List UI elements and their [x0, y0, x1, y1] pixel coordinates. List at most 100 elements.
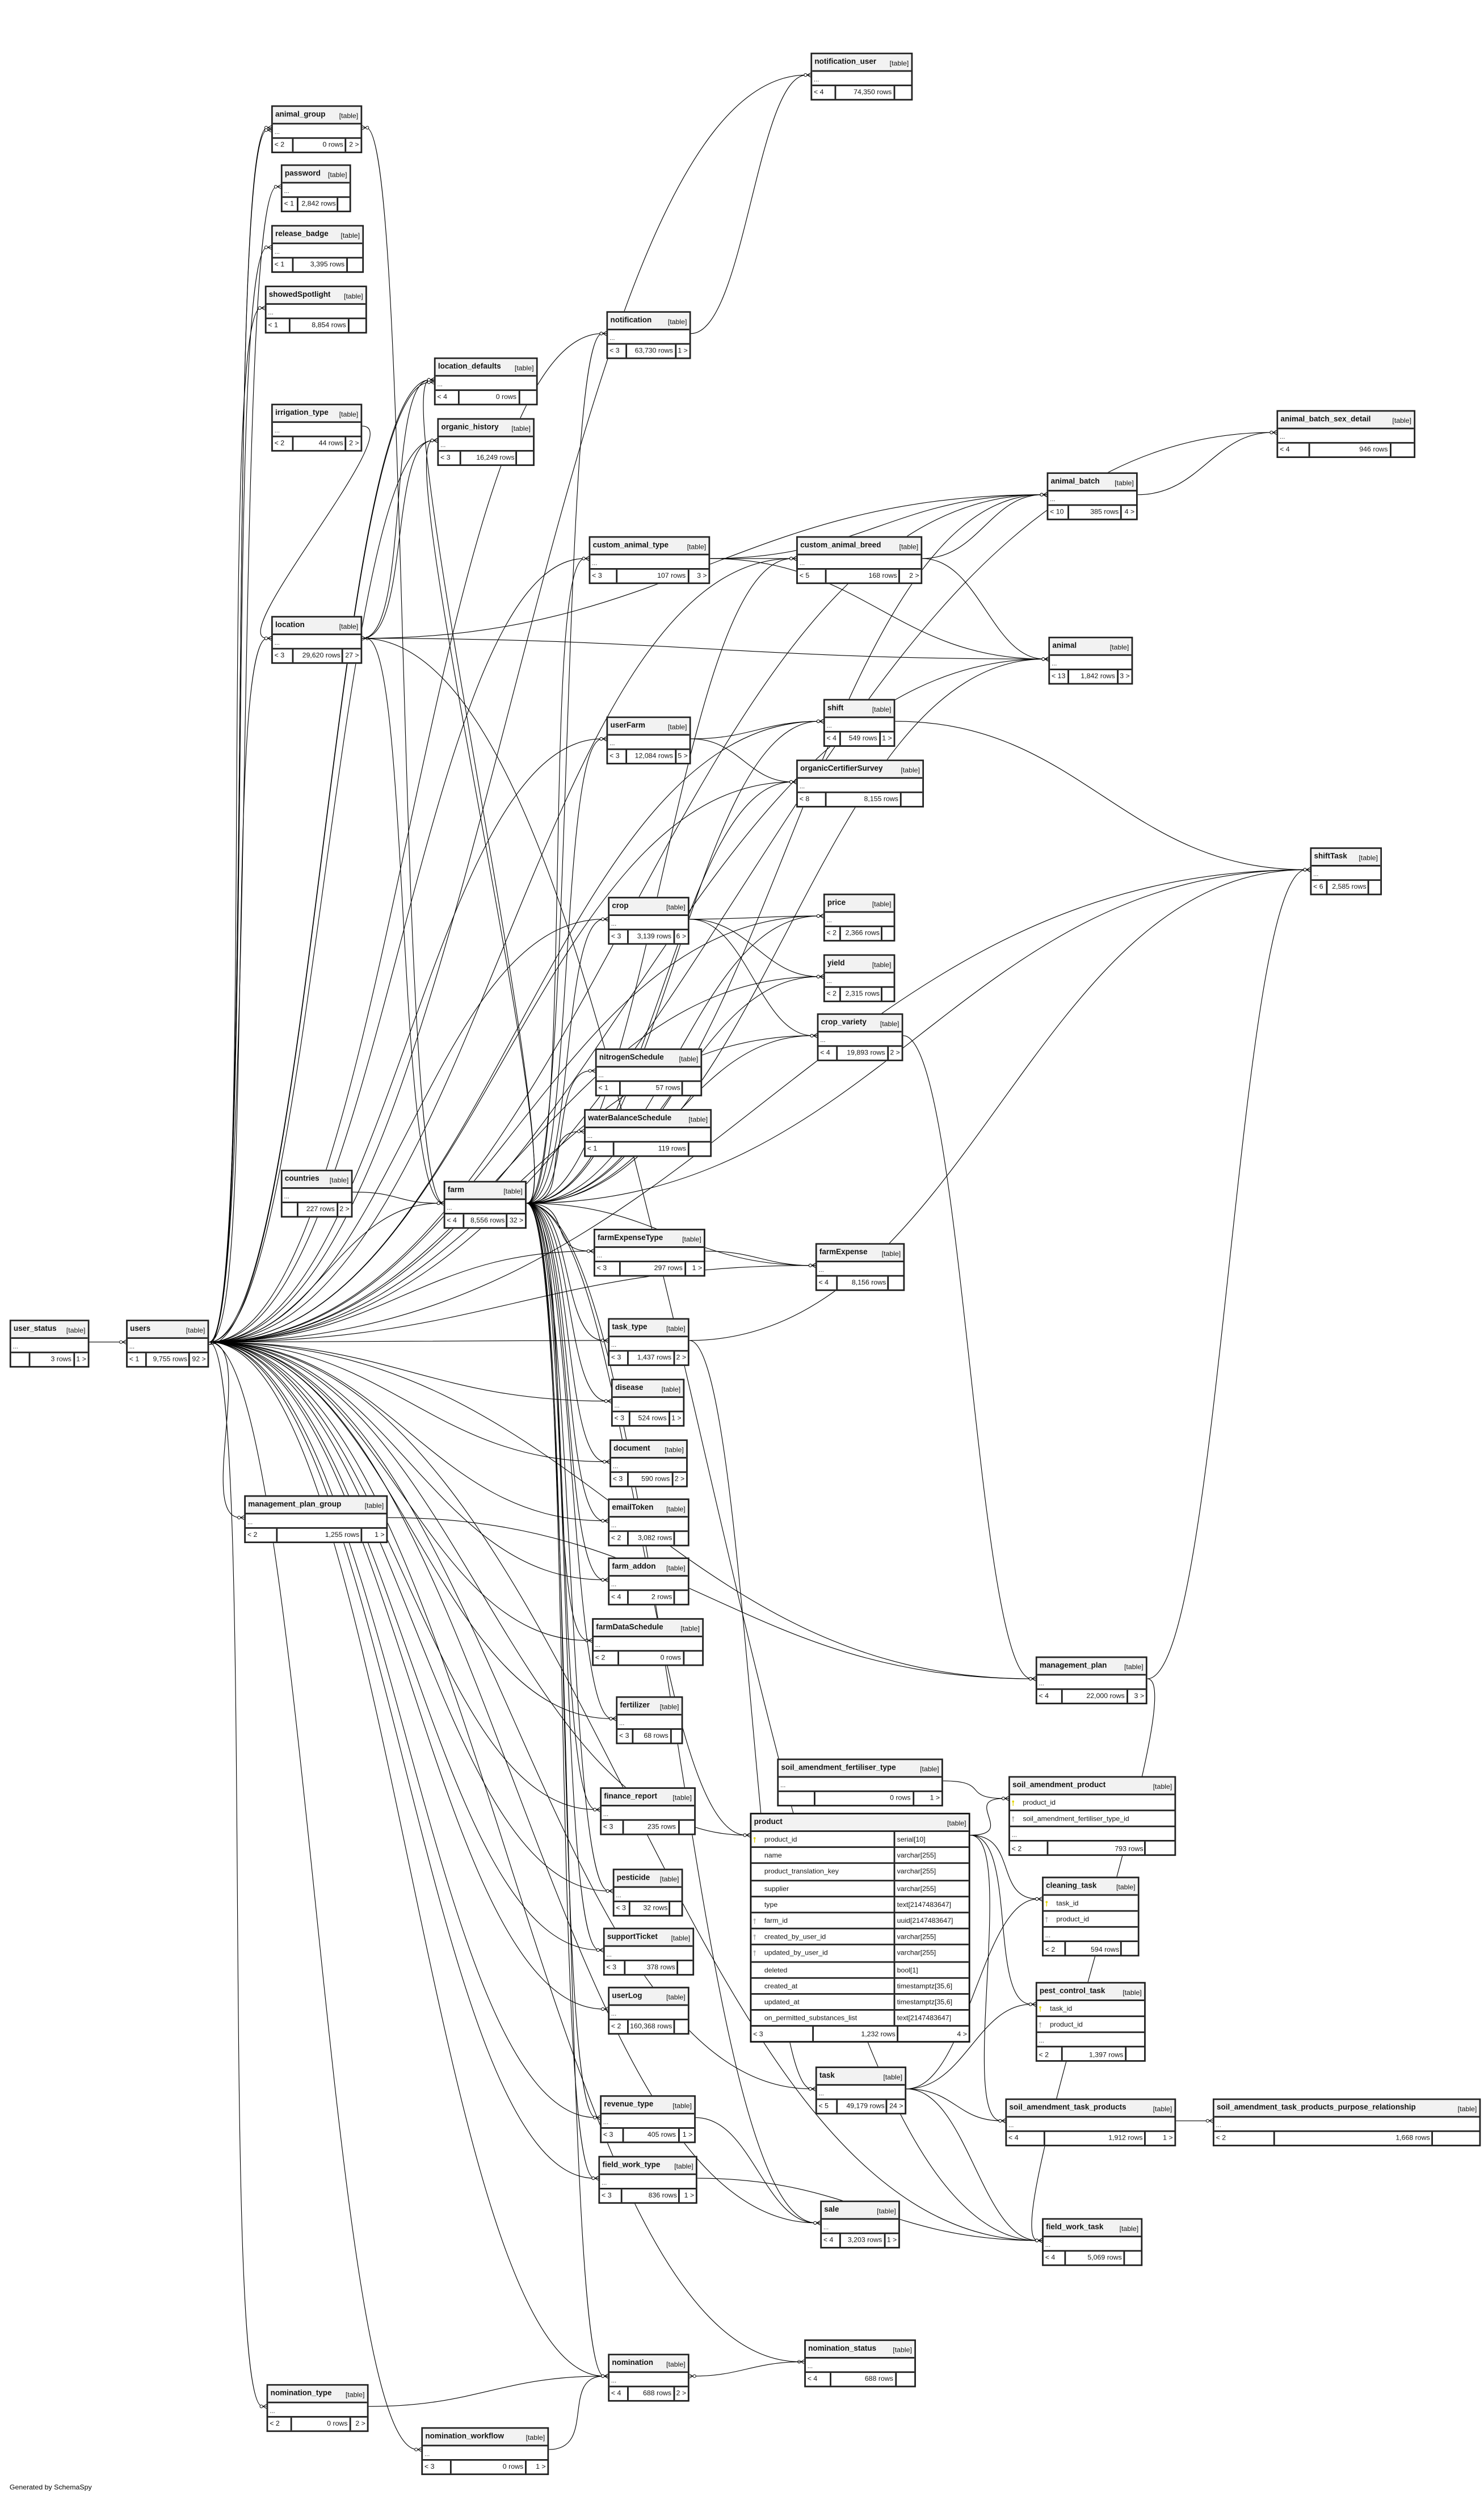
parent-count[interactable]: < 5 [818, 2102, 829, 2110]
parent-count[interactable]: < 13 [1051, 672, 1066, 680]
parent-count[interactable]: < 1 [268, 321, 278, 329]
child-count[interactable] [1120, 1942, 1138, 1956]
child-count[interactable] [687, 1141, 710, 1155]
table-name[interactable]: nomination_type [270, 2389, 332, 2398]
parent-count[interactable]: < 3 [616, 1904, 626, 1913]
parent-count[interactable] [283, 1203, 298, 1216]
table-soil-amendment-task-products-purpose-relationship[interactable]: soil_amendment_task_products_purpose_rel… [1212, 2098, 1481, 2146]
parent-count[interactable]: < 1 [587, 1144, 598, 1153]
child-count[interactable]: 2 > [336, 1202, 351, 1216]
parent-count[interactable]: < 4 [823, 2236, 834, 2245]
table-name[interactable]: pesticide [616, 1874, 650, 1882]
child-count[interactable]: 3 > [1126, 1689, 1145, 1703]
table-name[interactable]: notification_user [814, 58, 877, 66]
parent-count[interactable]: < 3 [424, 2463, 435, 2471]
parent-count[interactable]: < 4 [807, 2375, 818, 2383]
child-count[interactable]: 1 > [360, 1528, 386, 1542]
table-name[interactable]: location [275, 621, 305, 630]
table-name[interactable]: supportTicket [607, 1933, 658, 1942]
table-name[interactable]: field_work_type [602, 2161, 661, 2170]
parent-count[interactable]: < 2 [826, 929, 837, 938]
table-name[interactable]: cleaning_task [1046, 1882, 1097, 1890]
table-name[interactable]: nitrogenSchedule [599, 1054, 664, 1062]
parent-count[interactable]: < 3 [611, 932, 621, 940]
parent-count[interactable]: < 2 [1011, 1844, 1022, 1852]
table-name[interactable]: management_plan_group [248, 1501, 342, 1509]
child-count[interactable] [669, 1901, 681, 1915]
child-count[interactable] [670, 1729, 681, 1743]
table-name[interactable]: sale [824, 2206, 839, 2215]
table-name[interactable]: user_status [13, 1325, 57, 1334]
parent-count[interactable]: < 4 [611, 2389, 621, 2398]
table-name[interactable]: animal_batch_sex_detail [1280, 415, 1371, 424]
child-count[interactable]: 1 > [684, 1261, 704, 1275]
child-count[interactable] [674, 1590, 688, 1604]
table-name[interactable]: task_type [612, 1323, 648, 1332]
parent-count[interactable]: < 4 [1045, 2253, 1056, 2262]
child-count[interactable]: 2 > [344, 436, 361, 450]
parent-count[interactable]: < 1 [598, 1083, 608, 1092]
table-name[interactable]: shift [827, 704, 844, 713]
table-name[interactable]: nomination_status [808, 2344, 877, 2353]
child-count[interactable] [881, 926, 894, 940]
parent-count[interactable]: < 3 [609, 346, 620, 355]
child-count[interactable] [337, 197, 350, 211]
child-count[interactable]: 2 > [344, 138, 361, 152]
parent-count[interactable]: < 3 [753, 2029, 763, 2038]
parent-count[interactable]: < 3 [440, 453, 451, 462]
table-name[interactable]: release_badge [275, 230, 329, 239]
child-count[interactable] [676, 1960, 693, 1974]
child-count[interactable]: 1 > [884, 2233, 898, 2247]
child-count[interactable] [1145, 1841, 1174, 1855]
table-name[interactable]: animal [1052, 642, 1077, 650]
parent-count[interactable]: < 4 [447, 1216, 457, 1225]
parent-count[interactable] [779, 1791, 814, 1805]
parent-count[interactable]: < 4 [820, 1049, 830, 1057]
child-count[interactable] [1123, 2251, 1141, 2264]
child-count[interactable]: 1 > [73, 1352, 88, 1366]
child-count[interactable]: 24 > [886, 2099, 905, 2113]
child-count[interactable] [677, 1820, 694, 1834]
table-name[interactable]: nomination_workflow [425, 2432, 505, 2441]
child-count[interactable]: 92 > [188, 1352, 208, 1366]
parent-count[interactable]: < 2 [611, 2022, 621, 2031]
child-count[interactable]: 1 > [524, 2460, 547, 2474]
parent-count[interactable]: < 1 [274, 260, 285, 269]
table-name[interactable]: pest_control_task [1039, 1987, 1105, 1996]
parent-count[interactable]: < 2 [1216, 2134, 1226, 2142]
table-name[interactable]: disease [615, 1384, 644, 1393]
child-count[interactable] [893, 85, 911, 99]
child-count[interactable]: 2 > [898, 569, 920, 583]
table-name[interactable]: organic_history [441, 423, 499, 432]
parent-count[interactable]: < 4 [818, 1278, 829, 1287]
child-count[interactable] [682, 1650, 702, 1665]
table-name[interactable]: yield [827, 960, 845, 968]
child-count[interactable] [518, 390, 536, 404]
parent-count[interactable]: < 3 [602, 2191, 612, 2200]
child-count[interactable] [516, 451, 533, 465]
parent-count[interactable] [11, 1352, 28, 1366]
